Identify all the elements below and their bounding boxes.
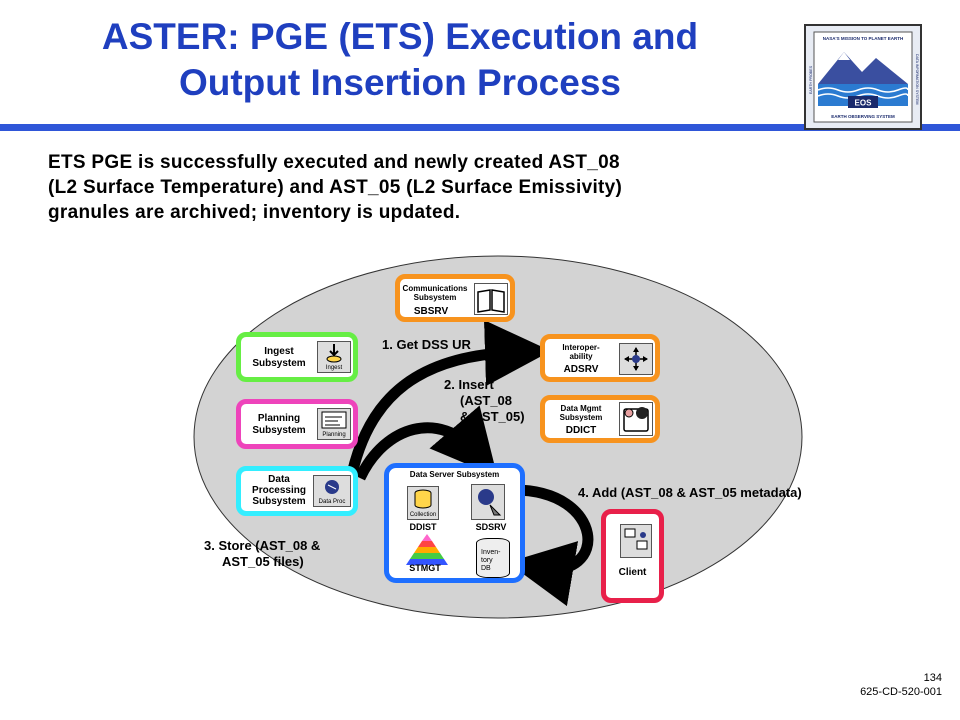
client-box[interactable]: Client bbox=[601, 509, 664, 603]
client-label: Client bbox=[618, 567, 647, 578]
stmgt-pyramid-icon bbox=[405, 532, 449, 572]
step-2-line-3: & AST_05) bbox=[460, 409, 525, 424]
step-1-label: 1. Get DSS UR bbox=[382, 337, 471, 352]
planning-subsystem[interactable]: Planning Subsystem Planning bbox=[236, 399, 358, 449]
inventory-db-icon: Inven- tory DB bbox=[476, 538, 510, 578]
ingest-line-1: Ingest bbox=[264, 346, 294, 357]
sdsrv-icon bbox=[471, 484, 505, 520]
arrow-add-metadata bbox=[507, 484, 594, 607]
data-processing-icon-label: Data Proc bbox=[318, 499, 346, 505]
logo-left-text: EARTH PROBES bbox=[809, 65, 813, 94]
communications-name: SBSRV bbox=[413, 306, 449, 317]
data-processing-line-3: Subsystem bbox=[252, 496, 306, 507]
data-processing-icon: Data Proc bbox=[313, 475, 351, 507]
eos-logo-graphic: NASA'S MISSION TO PLANET EARTH EOS EARTH… bbox=[804, 24, 922, 130]
communications-line-1: Communications bbox=[402, 284, 468, 293]
data-server-title: Data Server Subsystem bbox=[409, 470, 500, 479]
sdsrv-label: SDSRV bbox=[475, 522, 507, 532]
inventory-line-3: DB bbox=[481, 565, 491, 572]
subtitle: ETS PGE is successfully executed and new… bbox=[48, 150, 808, 225]
eos-logo: NASA'S MISSION TO PLANET EARTH EOS EARTH… bbox=[804, 24, 922, 130]
subtitle-line-1: ETS PGE is successfully executed and new… bbox=[48, 152, 620, 173]
client-computer-icon bbox=[620, 524, 652, 558]
step-3-line-1: 3. Store (AST_08 & bbox=[204, 538, 321, 553]
interoperability-line-2: ability bbox=[569, 352, 593, 361]
data-processing-subsystem[interactable]: Data Processing Subsystem Data Proc bbox=[236, 466, 358, 516]
page-number: 134 bbox=[923, 672, 942, 684]
data-processing-line-2: Processing bbox=[252, 485, 306, 496]
logo-right-text: DATA INFORMATION SYSTEM bbox=[915, 54, 919, 105]
logo-center-text: EOS bbox=[855, 99, 873, 108]
data-mgmt-line-1: Data Mgmt bbox=[560, 404, 602, 413]
inventory-line-1: Inven- bbox=[481, 549, 501, 556]
data-mgmt-line-2: Subsystem bbox=[559, 413, 603, 422]
planning-line-2: Subsystem bbox=[252, 425, 306, 436]
network-icon bbox=[619, 343, 653, 375]
ingest-icon-label: Ingest bbox=[325, 365, 343, 371]
logo-top-text: NASA'S MISSION TO PLANET EARTH bbox=[823, 36, 904, 41]
ddist-label: DDIST bbox=[409, 522, 437, 532]
arrow-insert bbox=[355, 405, 498, 481]
logo-bottom-text: EARTH OBSERVING SYSTEM bbox=[831, 114, 895, 119]
step-3-line-2: AST_05 files) bbox=[222, 554, 304, 569]
collection-icon: Collection bbox=[407, 486, 439, 520]
planning-line-1: Planning bbox=[257, 413, 301, 424]
page-title: ASTER: PGE (ETS) Execution and Output In… bbox=[0, 14, 800, 106]
planning-icon-label: Planning bbox=[322, 432, 346, 438]
arrow-get-dss-ur bbox=[346, 320, 551, 476]
title-rule bbox=[0, 124, 960, 131]
interoperability-name: ADSRV bbox=[563, 364, 599, 375]
planning-icon: Planning bbox=[317, 408, 351, 440]
data-server-subsystem[interactable]: Data Server Subsystem Collection DDIST S… bbox=[384, 463, 525, 583]
step-2-line-1: 2. Insert bbox=[444, 377, 494, 392]
stmgt-label: STMGT bbox=[409, 563, 441, 573]
subtitle-line-2: (L2 Surface Temperature) and AST_05 (L2 … bbox=[48, 177, 623, 198]
data-mgmt-name: DDICT bbox=[565, 425, 597, 436]
book-icon bbox=[474, 283, 508, 315]
step-2-line-2: (AST_08 bbox=[460, 393, 513, 408]
step-4-label: 4. Add (AST_08 & AST_05 metadata) bbox=[578, 485, 802, 500]
collection-label: Collection bbox=[409, 512, 437, 518]
communications-subsystem[interactable]: Communications Subsystem SBSRV bbox=[395, 274, 515, 322]
inventory-line-2: tory bbox=[481, 557, 493, 564]
data-mgmt-subsystem[interactable]: Data Mgmt Subsystem DDICT bbox=[540, 395, 660, 443]
ingest-subsystem[interactable]: Ingest Subsystem Ingest bbox=[236, 332, 358, 382]
interoperability-line-1: Interoper- bbox=[562, 343, 600, 352]
data-processing-line-1: Data bbox=[268, 474, 290, 485]
title-line-2: Output Insertion Process bbox=[178, 62, 621, 103]
document-id: 625-CD-520-001 bbox=[860, 686, 942, 698]
ingest-icon: Ingest bbox=[317, 341, 351, 373]
ingest-line-2: Subsystem bbox=[252, 358, 306, 369]
interoperability-subsystem[interactable]: Interoper- ability ADSRV bbox=[540, 334, 660, 382]
title-line-1: ASTER: PGE (ETS) Execution and bbox=[101, 16, 699, 57]
communications-line-2: Subsystem bbox=[413, 293, 457, 302]
subtitle-line-3: granules are archived; inventory is upda… bbox=[48, 202, 461, 223]
dictionary-icon bbox=[619, 402, 653, 436]
